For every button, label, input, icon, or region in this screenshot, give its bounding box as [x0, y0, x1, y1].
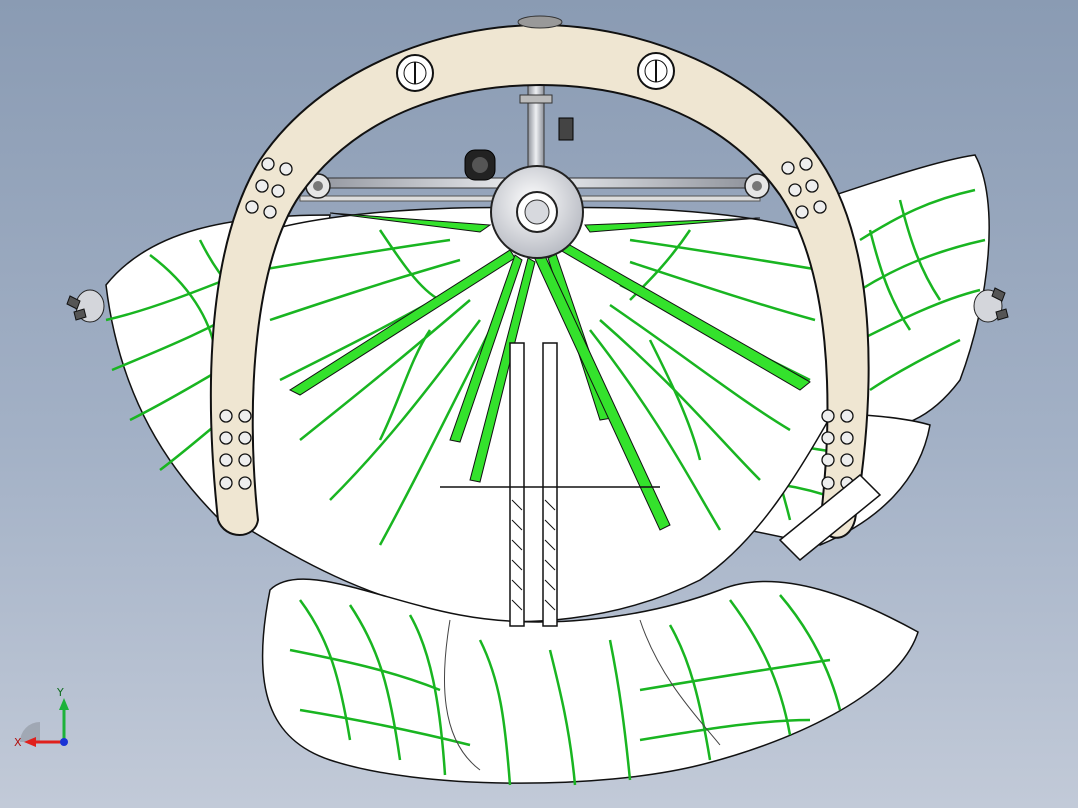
central-petal-cluster — [229, 206, 841, 623]
bolt-hole-group-upper-left — [245, 157, 293, 219]
top-cap — [517, 15, 563, 29]
slide-rails — [440, 342, 660, 627]
y-axis-label: Y — [56, 686, 64, 699]
z-axis-dot — [60, 738, 68, 746]
dial-icon[interactable] — [637, 52, 675, 90]
wing-nut-icon[interactable] — [973, 287, 1009, 323]
bottom-petal — [261, 578, 919, 786]
bolt-hole-group-lower-left — [219, 409, 252, 490]
dial-icon[interactable] — [396, 54, 434, 92]
wing-nut-icon[interactable] — [66, 289, 105, 323]
coordinate-triad[interactable]: Y X — [10, 684, 80, 754]
triad-plane — [20, 722, 40, 742]
x-axis-label: X — [14, 736, 22, 749]
pivot-joint-icon — [744, 173, 770, 199]
motor-icon — [464, 149, 496, 181]
central-hub — [490, 165, 584, 259]
bolt-hole-group-lower-right — [821, 409, 854, 490]
bolt-hole-group-upper-right — [781, 157, 827, 219]
side-bracket — [778, 473, 882, 562]
